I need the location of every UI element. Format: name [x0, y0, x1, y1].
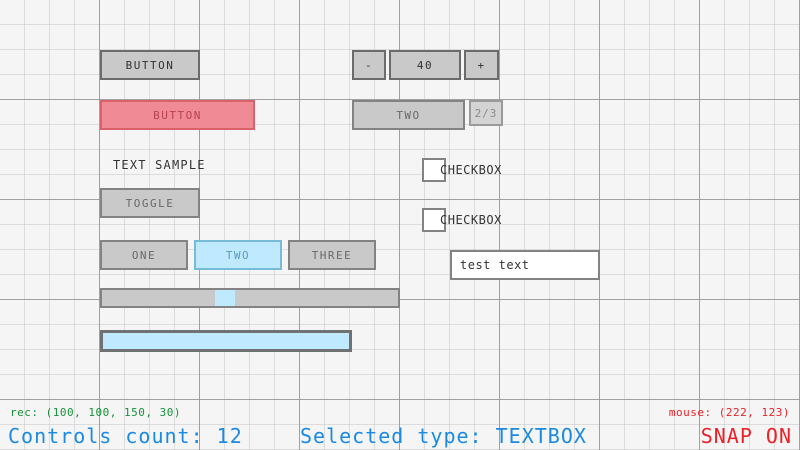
spinner-increment-label: +: [477, 58, 486, 72]
toggle-group-item-two-label: TWO: [225, 248, 251, 262]
slider-track[interactable]: [100, 288, 400, 308]
toggle-group-item-three[interactable]: THREE: [288, 240, 376, 270]
combobox-counter-badge[interactable]: 2/3: [469, 100, 503, 126]
toggle-group-item-one[interactable]: ONE: [100, 240, 188, 270]
button-selected-label: BUTTON: [153, 108, 202, 122]
spinner-decrement-label: -: [364, 58, 374, 72]
status-bar: rec: (100, 100, 150, 30) Controls count:…: [0, 398, 800, 450]
combobox-selected-label: TWO: [396, 108, 421, 122]
checkbox-two-label-text: CHECKBOX: [440, 213, 502, 227]
toggle-button[interactable]: TOGGLE: [100, 188, 200, 218]
button-default-label: BUTTON: [125, 58, 175, 72]
checkbox-one[interactable]: [422, 158, 446, 182]
status-mouse: mouse: (222, 123): [668, 406, 790, 419]
toggle-group-item-one-label: ONE: [131, 248, 157, 262]
checkbox-one-label-text: CHECKBOX: [440, 163, 502, 177]
button-selected[interactable]: BUTTON: [100, 100, 255, 130]
checkbox-two[interactable]: [422, 208, 446, 232]
spinner-decrement-button[interactable]: -: [352, 50, 386, 80]
label-text-sample-text: TEXT SAMPLE: [113, 158, 206, 172]
label-text-sample: TEXT SAMPLE: [113, 155, 233, 175]
status-controls-count: Controls count: 12: [8, 424, 243, 448]
combobox[interactable]: TWO: [352, 100, 465, 130]
checkbox-one-label: CHECKBOX: [440, 158, 502, 182]
spinner-increment-button[interactable]: +: [464, 50, 499, 80]
checkbox-two-label: CHECKBOX: [440, 208, 502, 232]
textbox-value: test text: [460, 258, 530, 272]
toggle-button-label: TOGGLE: [125, 196, 175, 210]
status-snap: SNAP ON: [700, 424, 792, 448]
toggle-group-item-two[interactable]: TWO: [194, 240, 282, 270]
spinner-value-field[interactable]: 40: [389, 50, 461, 80]
status-selected-type: Selected type: TEXTBOX: [300, 424, 587, 448]
button-default[interactable]: BUTTON: [100, 50, 200, 80]
toggle-group-item-three-label: THREE: [311, 248, 353, 262]
status-rec: rec: (100, 100, 150, 30): [10, 406, 181, 419]
slider-handle[interactable]: [215, 290, 235, 306]
progress-bar[interactable]: [100, 330, 352, 352]
textbox[interactable]: test text: [450, 250, 600, 280]
combobox-counter-text: 2/3: [474, 106, 498, 120]
spinner-value-text: 40: [416, 58, 434, 72]
